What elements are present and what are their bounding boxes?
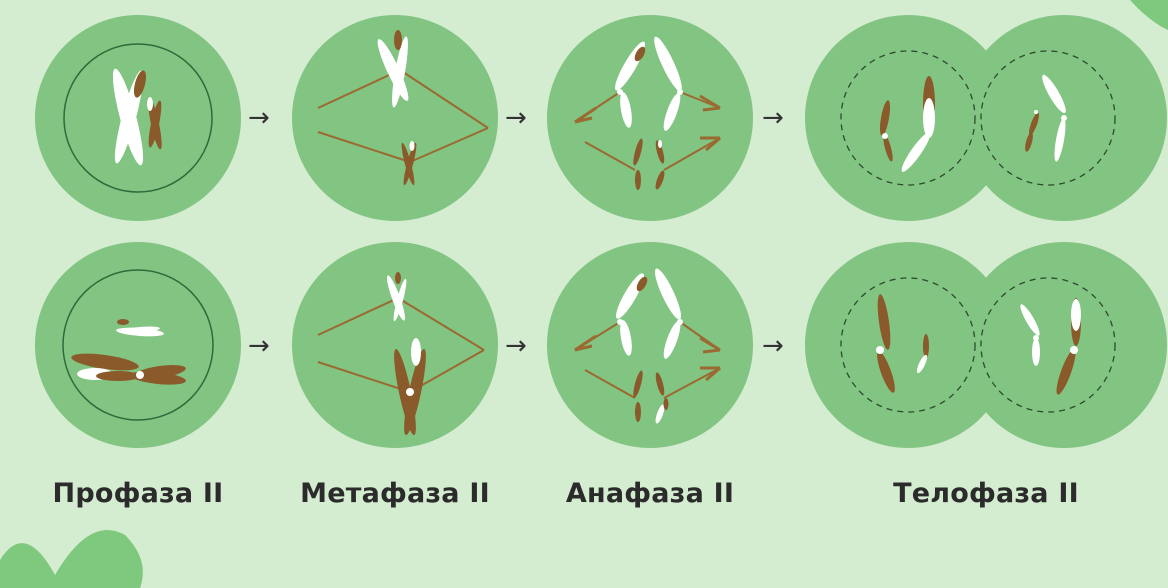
anaphase-cell-top bbox=[547, 15, 753, 221]
label-telophase-ii: Телофаза II bbox=[876, 478, 1096, 509]
arrow-icon: → bbox=[248, 331, 270, 361]
telophase-cells-top bbox=[805, 15, 1167, 221]
arrow-icon: → bbox=[762, 331, 784, 361]
metaphase-cell-bottom bbox=[292, 242, 498, 448]
arrow-icon: → bbox=[505, 331, 527, 361]
label-metaphase-ii: Метафаза II bbox=[285, 478, 505, 509]
arrow-icon: → bbox=[248, 103, 270, 133]
prophase-cell-top bbox=[35, 15, 241, 221]
arrow-icon: → bbox=[762, 103, 784, 133]
label-anaphase-ii: Анафаза II bbox=[540, 478, 760, 509]
leaf-decoration-top-right bbox=[1130, 0, 1168, 30]
leaf-decoration-bottom-left bbox=[0, 530, 143, 588]
arrow-icon: → bbox=[505, 103, 527, 133]
prophase-cell-bottom bbox=[35, 242, 241, 448]
metaphase-cell-top bbox=[292, 15, 498, 221]
label-prophase-ii: Профаза II bbox=[28, 478, 248, 509]
telophase-cells-bottom bbox=[805, 242, 1167, 448]
anaphase-cell-bottom bbox=[547, 242, 753, 448]
